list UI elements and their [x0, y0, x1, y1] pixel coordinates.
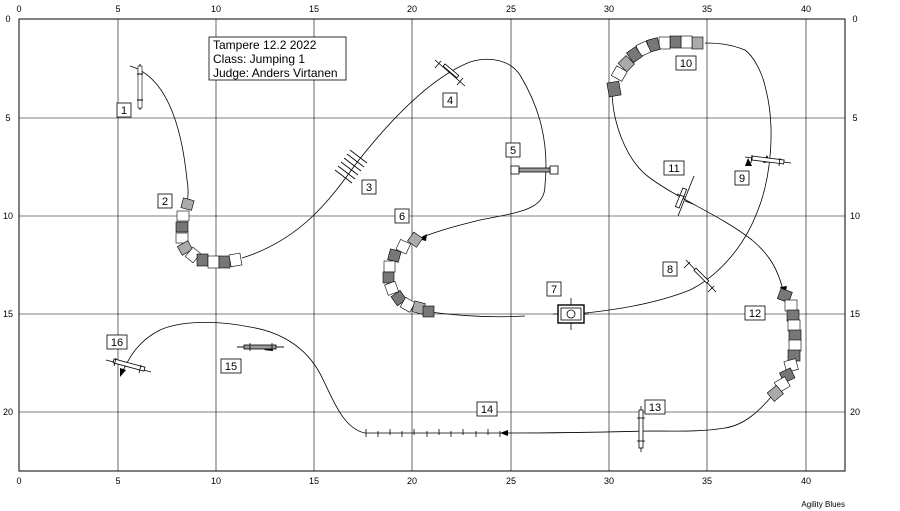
number-label-16: 16	[106, 334, 128, 350]
number-label-15: 15	[220, 358, 242, 374]
dog-path	[121, 42, 784, 434]
number-label-5: 5	[505, 142, 521, 158]
number-label-14: 14	[476, 401, 498, 417]
class-label: Class: Jumping 1	[213, 52, 305, 66]
event-title: Tampere 12.2 2022	[213, 38, 317, 52]
y-tick-right: 10	[850, 211, 860, 221]
number-label-3: 3	[361, 179, 377, 195]
x-tick-top: 35	[702, 4, 712, 14]
number-11-text: 11	[668, 163, 679, 175]
x-axis-top: 0 5 10 15 20 25 30 35 40	[16, 4, 811, 14]
x-axis-bottom: 0 5 10 15 20 25 30 35 40	[16, 476, 811, 486]
tunnel-12[interactable]	[766, 287, 802, 402]
number-label-7: 7	[546, 281, 562, 297]
x-tick-bottom: 40	[801, 476, 811, 486]
number-12-text: 12	[749, 308, 761, 320]
y-tick-left: 10	[3, 211, 13, 221]
number-15-text: 15	[225, 361, 237, 373]
tunnel-6[interactable]	[382, 231, 435, 318]
number-label-2: 2	[157, 193, 173, 209]
number-5-text: 5	[510, 145, 516, 157]
number-10-text: 10	[680, 58, 692, 70]
number-label-9: 9	[734, 170, 750, 186]
y-tick-right: 15	[850, 309, 860, 319]
number-8-text: 8	[667, 264, 673, 276]
x-tick-top: 15	[309, 4, 319, 14]
x-tick-bottom: 20	[407, 476, 417, 486]
x-tick-bottom: 30	[604, 476, 614, 486]
x-tick-bottom: 0	[16, 476, 21, 486]
x-tick-bottom: 25	[506, 476, 516, 486]
y-axis-left: 0 5 10 15 20	[3, 14, 13, 417]
number-2-text: 2	[162, 196, 168, 208]
number-label-12: 12	[744, 305, 766, 321]
x-tick-top: 5	[115, 4, 120, 14]
obstacle-number-labels: 1 2 3 4 5 6 7 8 9 10 11 12 13 14 15 16	[106, 55, 766, 417]
y-tick-left: 15	[3, 309, 13, 319]
course-info-box: Tampere 12.2 2022 Class: Jumping 1 Judge…	[208, 36, 347, 81]
x-tick-top: 40	[801, 4, 811, 14]
jump-13[interactable]	[637, 406, 645, 452]
tunnel-10[interactable]	[606, 35, 704, 98]
x-tick-bottom: 5	[115, 476, 120, 486]
number-7-text: 7	[551, 284, 557, 296]
number-label-13: 13	[644, 399, 666, 415]
number-1-text: 1	[121, 105, 127, 117]
number-13-text: 13	[649, 402, 661, 414]
table-7[interactable]	[553, 298, 589, 330]
number-9-text: 9	[739, 173, 745, 185]
number-4-text: 4	[447, 95, 453, 107]
tire-3[interactable]	[334, 149, 368, 184]
jump-9[interactable]	[744, 154, 792, 167]
arena-border	[18, 18, 846, 472]
number-3-text: 3	[366, 182, 372, 194]
x-tick-top: 10	[211, 4, 221, 14]
x-tick-top: 20	[407, 4, 417, 14]
judge-label: Judge: Anders Virtanen	[213, 66, 338, 80]
jump-16[interactable]	[105, 357, 152, 374]
y-axis-right: 0 5 10 15 20	[850, 14, 860, 417]
x-tick-top: 25	[506, 4, 516, 14]
x-tick-top: 30	[604, 4, 614, 14]
number-16-text: 16	[111, 337, 123, 349]
number-label-11: 11	[663, 160, 685, 176]
x-tick-bottom: 15	[309, 476, 319, 486]
y-tick-left: 5	[5, 113, 10, 123]
number-label-10: 10	[675, 55, 697, 71]
weave-14[interactable]	[365, 429, 505, 437]
y-tick-left: 0	[5, 14, 10, 24]
number-6-text: 6	[399, 211, 405, 223]
x-tick-bottom: 10	[211, 476, 221, 486]
jump-15[interactable]	[237, 343, 284, 351]
jump-4[interactable]	[434, 59, 466, 87]
y-tick-left: 20	[3, 407, 13, 417]
number-label-8: 8	[662, 261, 678, 277]
x-tick-bottom: 35	[702, 476, 712, 486]
y-tick-right: 20	[850, 407, 860, 417]
jump-8[interactable]	[683, 259, 717, 293]
tunnel-2[interactable]	[175, 197, 243, 269]
number-label-6: 6	[394, 208, 410, 224]
jump-5[interactable]	[510, 165, 559, 175]
jump-1[interactable]	[137, 64, 143, 110]
credit-text: Agility Blues	[801, 500, 845, 509]
y-tick-right: 5	[852, 113, 857, 123]
number-14-text: 14	[481, 404, 493, 416]
x-tick-top: 0	[16, 4, 21, 14]
number-label-4: 4	[442, 92, 458, 108]
number-label-1: 1	[116, 102, 132, 118]
jump-11[interactable]	[674, 175, 695, 217]
y-tick-right: 0	[852, 14, 857, 24]
